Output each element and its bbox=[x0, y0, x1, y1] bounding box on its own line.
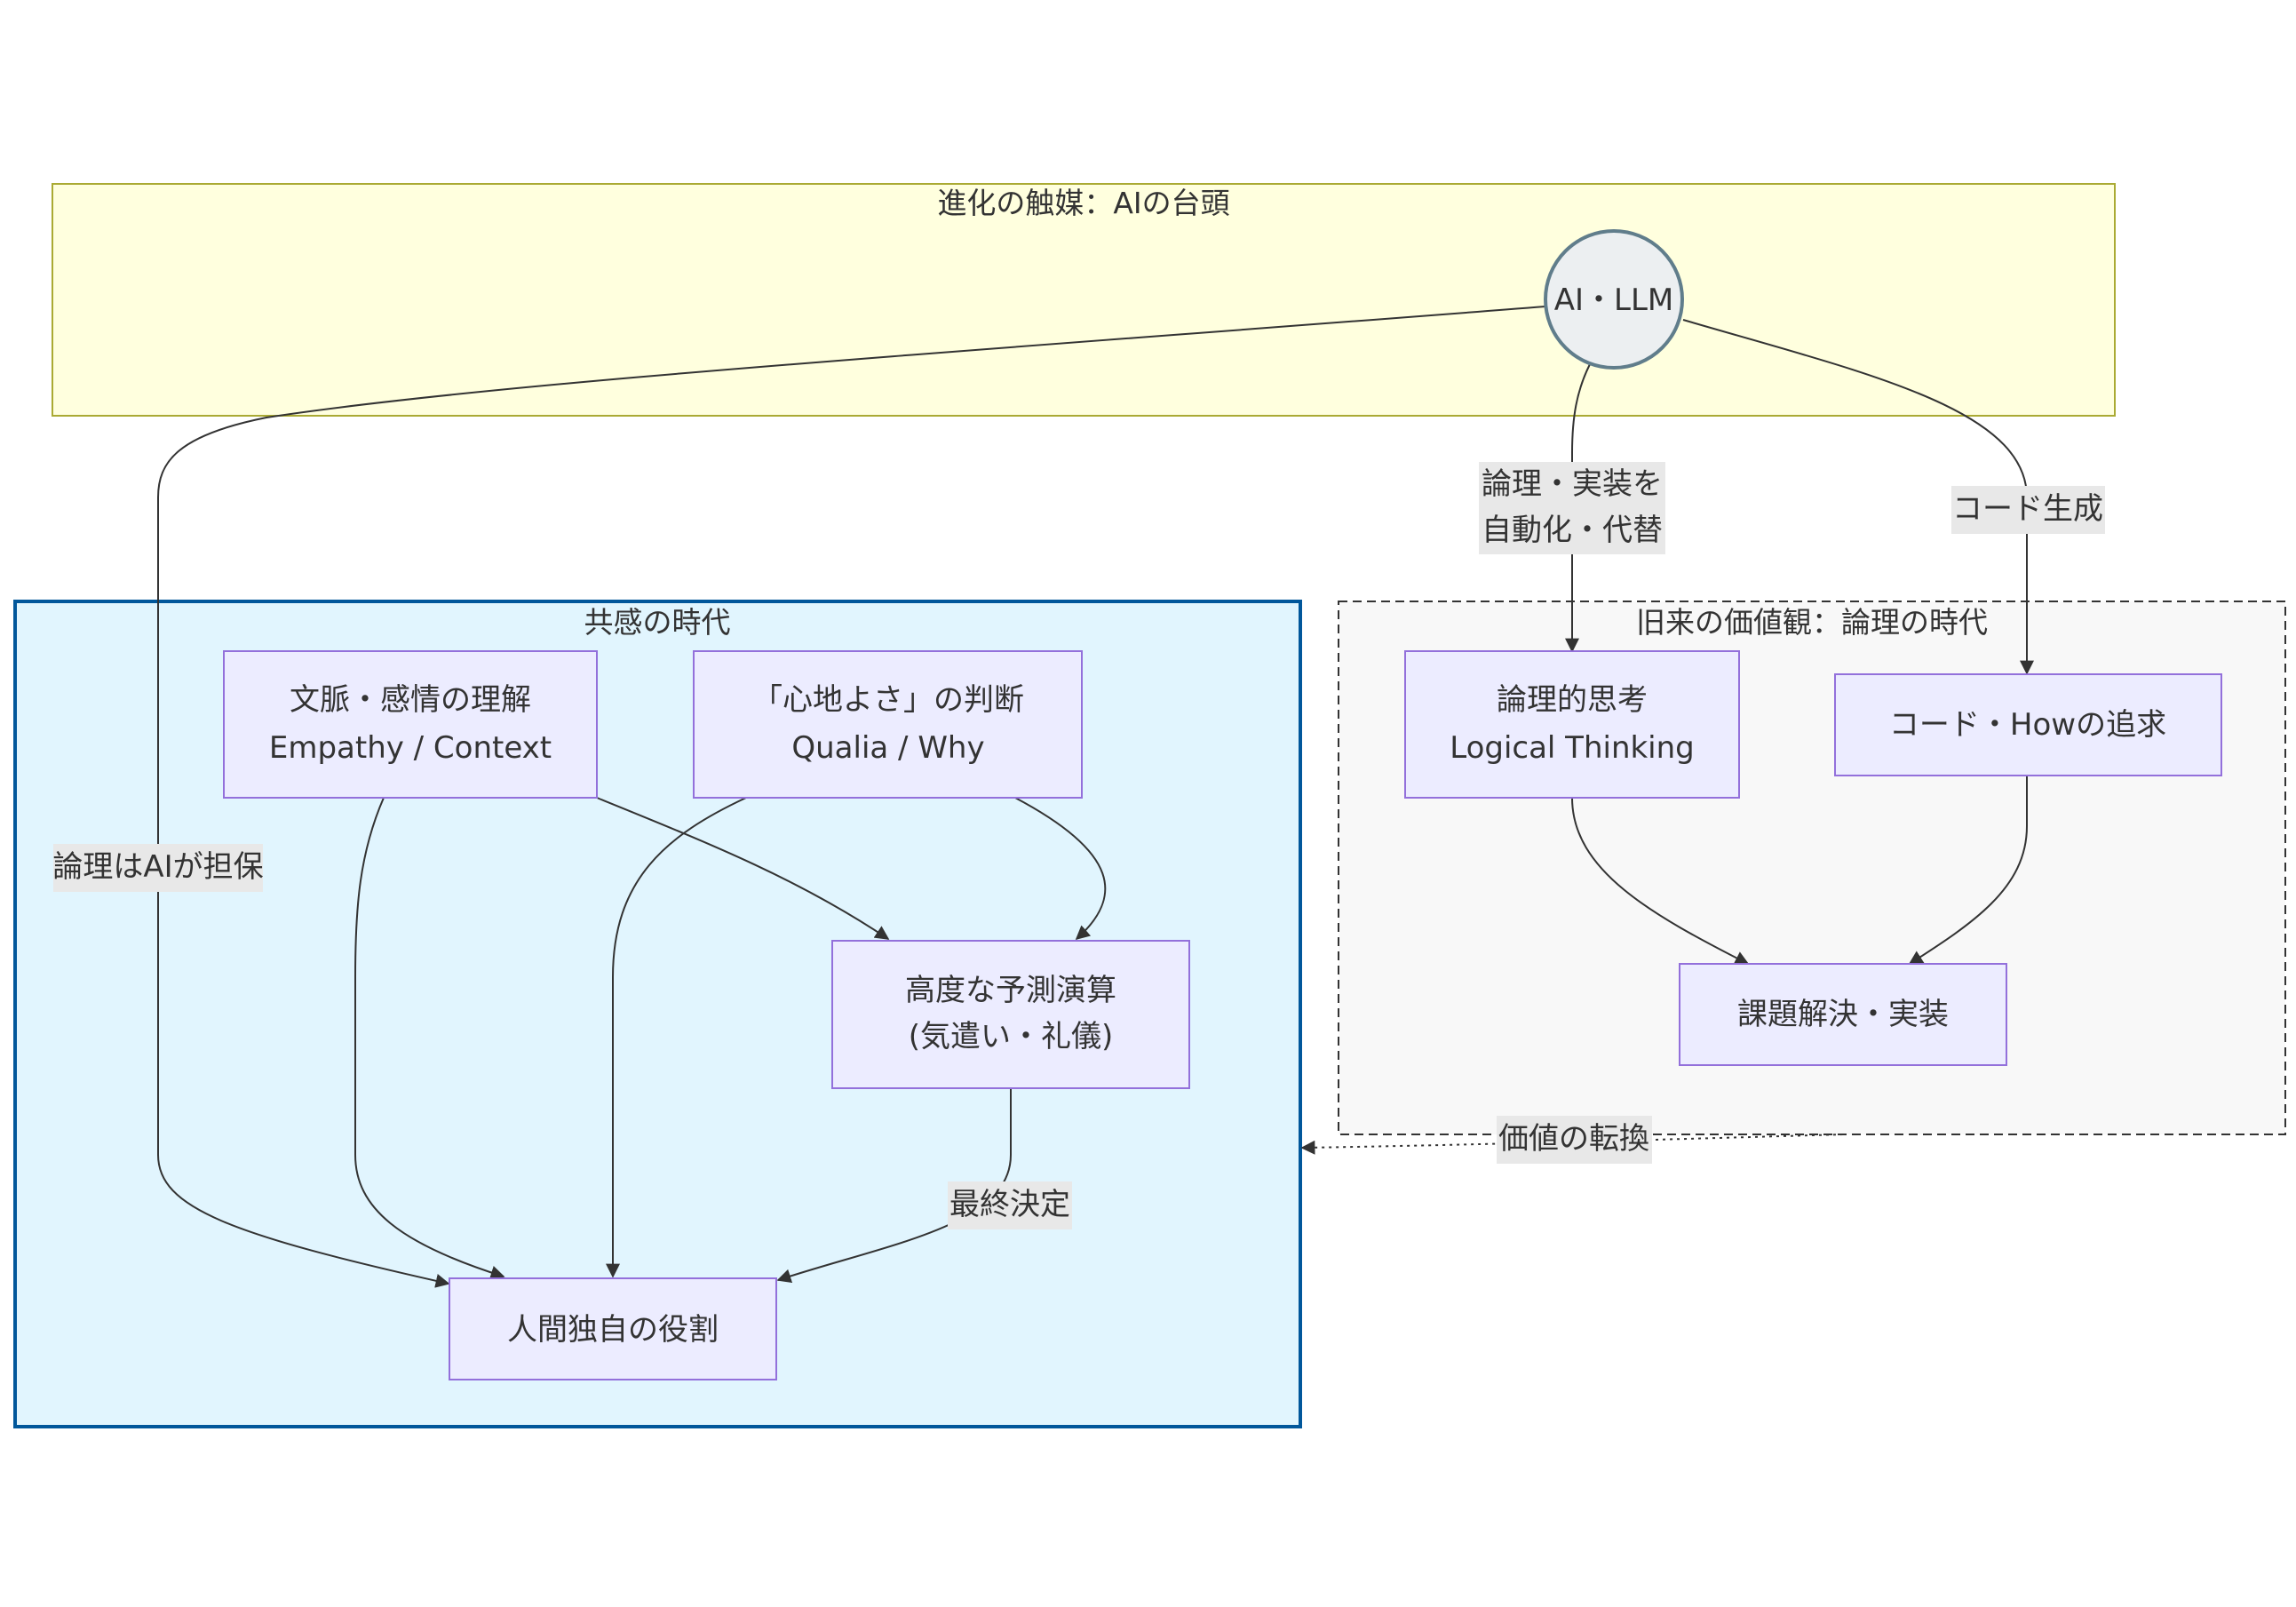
edge-qualia-to-predict bbox=[1014, 797, 1107, 941]
edge-label-automate-line1: 論理・実装を bbox=[1482, 466, 1663, 502]
edge-context-to-predict bbox=[596, 797, 890, 940]
node-predict-box bbox=[831, 940, 1190, 1089]
edge-ai-to-logical bbox=[1565, 363, 1591, 653]
edge-label-automate-line2: 自動化・代替 bbox=[1482, 513, 1663, 548]
node-predict-line1: 高度な予測演算 bbox=[905, 973, 1116, 1008]
edge-label-automate: 論理・実装を 自動化・代替 bbox=[1479, 462, 1665, 554]
node-qualia: 「心地よさ」の判断 Qualia / Why bbox=[693, 650, 1083, 799]
edge-label-codegen: コード生成 bbox=[1951, 486, 2105, 534]
edges bbox=[157, 306, 2034, 1288]
edge-label-codegen-bg bbox=[1951, 486, 2105, 534]
cluster-ai-box bbox=[52, 183, 2116, 417]
node-predict-line2: (気遣い・礼儀) bbox=[909, 1019, 1114, 1054]
edge-label-ai-guarantee: 論理はAIが担保 bbox=[52, 844, 264, 892]
cluster-ai: 進化の触媒：AIの台頭 bbox=[52, 183, 2116, 417]
node-human-box bbox=[449, 1277, 777, 1380]
node-logical: 論理的思考 Logical Thinking bbox=[1404, 650, 1740, 799]
edge-predict-to-human bbox=[776, 1088, 1012, 1284]
node-code-label: コード・Howの追求 bbox=[1889, 707, 2166, 743]
node-qualia-box bbox=[693, 650, 1083, 799]
node-human: 人間独自の役割 bbox=[449, 1277, 777, 1380]
node-ai-llm-label: AI・LLM bbox=[1554, 282, 1674, 318]
edge-label-ai-guarantee-line1: 論理はAIが担保 bbox=[52, 849, 263, 885]
node-context: 文脈・感情の理解 Empathy / Context bbox=[223, 650, 598, 799]
node-code: コード・Howの追求 bbox=[1834, 673, 2222, 776]
node-solve-label: 課題解決・実装 bbox=[1737, 997, 1949, 1032]
node-logical-line2: Logical Thinking bbox=[1450, 730, 1695, 766]
node-logical-box bbox=[1404, 650, 1740, 799]
edge-qualia-to-human bbox=[606, 797, 747, 1278]
node-solve: 課題解決・実装 bbox=[1679, 963, 2007, 1066]
node-ai-llm: AI・LLM bbox=[1544, 229, 1684, 370]
node-logical-line1: 論理的思考 bbox=[1497, 682, 1648, 718]
node-ai-llm-circle bbox=[1544, 229, 1684, 370]
edge-context-to-human bbox=[354, 797, 505, 1280]
edge-label-final: 最終決定 bbox=[948, 1181, 1072, 1229]
node-qualia-line2: Qualia / Why bbox=[791, 730, 984, 766]
node-human-label: 人間独自の役割 bbox=[507, 1312, 719, 1348]
cluster-ai-title: 進化の触媒：AIの台頭 bbox=[937, 186, 1229, 220]
edge-logical-to-solve bbox=[1571, 797, 1750, 965]
node-code-box bbox=[1834, 673, 2222, 776]
edge-label-ai-guarantee-bg bbox=[53, 844, 263, 892]
edge-label-final-bg bbox=[948, 1181, 1072, 1229]
edge-label-final-line1: 最終決定 bbox=[949, 1187, 1070, 1222]
edge-label-transform: 価値の転換 bbox=[1497, 1116, 1652, 1164]
edge-code-to-solve bbox=[1908, 776, 2028, 965]
node-context-box bbox=[223, 650, 598, 799]
edge-ai-to-code bbox=[1682, 319, 2034, 675]
edge-label-automate-bg bbox=[1479, 462, 1665, 554]
edge-label-codegen-line1: コード生成 bbox=[1952, 491, 2103, 527]
node-context-line1: 文脈・感情の理解 bbox=[290, 682, 531, 718]
cluster-empathy-title: 共感の時代 bbox=[584, 605, 731, 640]
edge-ai-to-human bbox=[157, 306, 1546, 1288]
cluster-legacy-title: 旧来の価値観：論理の時代 bbox=[1636, 605, 1988, 640]
edge-label-transform-bg bbox=[1497, 1116, 1652, 1164]
node-predict: 高度な予測演算 (気遣い・礼儀) bbox=[831, 940, 1190, 1089]
node-context-line2: Empathy / Context bbox=[269, 730, 552, 766]
edge-label-transform-line1: 価値の転換 bbox=[1498, 1121, 1649, 1157]
node-qualia-line1: 「心地よさ」の判断 bbox=[752, 682, 1024, 718]
node-solve-box bbox=[1679, 963, 2007, 1066]
